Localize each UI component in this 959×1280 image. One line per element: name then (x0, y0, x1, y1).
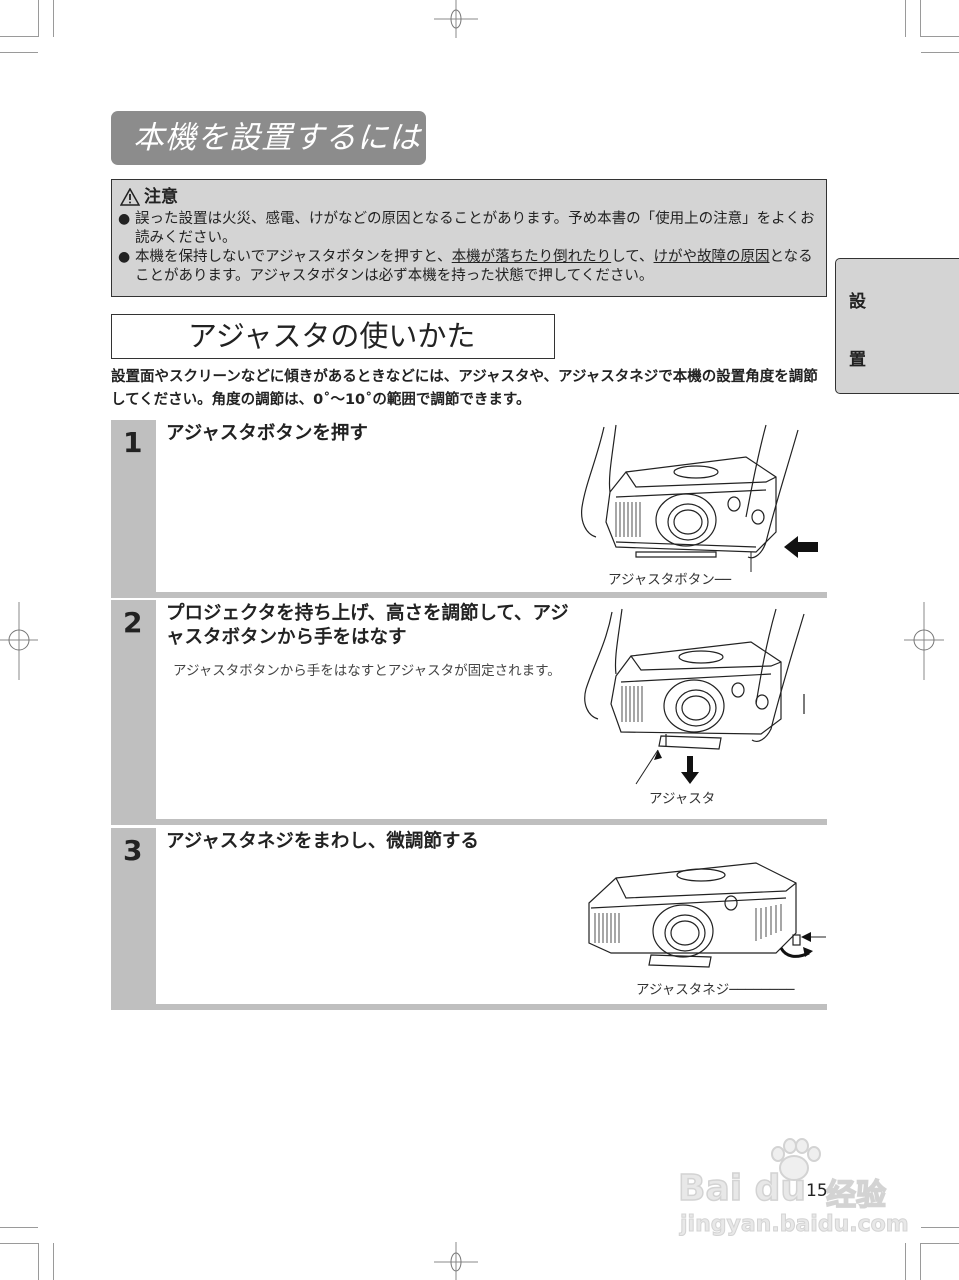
page-number: 15 (806, 1181, 828, 1201)
step-heading: アジャスタボタンを押す (166, 423, 368, 444)
watermark-brand-cn: 经验 (825, 1177, 887, 1214)
registration-mark-icon (434, 1242, 478, 1280)
callout-label: アジャスタボタン── (608, 568, 731, 588)
crop-mark (905, 1243, 906, 1280)
chapter-tab-char: 置 (849, 350, 866, 370)
step-description: アジャスタボタンから手をはなすとアジャスタが固定されます。 (173, 663, 561, 679)
warning-triangle-icon (120, 188, 140, 206)
crop-mark (921, 36, 959, 37)
registration-mark-icon (434, 0, 478, 38)
watermark-brand: Bai du (677, 1167, 807, 1210)
callout-text: アジャスタネジ (636, 982, 730, 998)
registration-mark-icon (904, 602, 944, 680)
crop-mark (0, 36, 38, 37)
bullet-icon: ● (118, 249, 131, 265)
projector-illustration-icon (581, 424, 818, 572)
step-1: 1 アジャスタボタンを押す (111, 420, 827, 598)
crop-mark (0, 1243, 38, 1244)
baidu-watermark: Bai du 经验 jingyan.baidu.com (676, 1138, 910, 1248)
caution-text: して、 (611, 249, 654, 265)
caution-text: となることがあります。アジャスタボタンは必ず本機を持った状態で押してください。 (135, 249, 813, 284)
caution-heading: 注意 (120, 184, 818, 210)
paw-logo-icon (771, 1138, 821, 1181)
chapter-tab: 設 置 (835, 258, 959, 394)
step-divider (111, 592, 827, 598)
crop-mark (53, 1243, 54, 1280)
page-title: 本機を設置するには (111, 111, 426, 165)
caution-emphasis: 本機が落ちたり倒れたり (451, 249, 612, 265)
callout-label: アジャスタ (649, 787, 715, 807)
step-number: 3 (123, 834, 143, 867)
step-heading: アジャスタネジをまわし、微調節する (166, 831, 479, 852)
crop-mark (905, 0, 906, 37)
projector-illustration-icon (584, 608, 805, 785)
section-intro: 設置面やスクリーンなどに傾きがあるときなどには、アジャスタや、アジャスタネジで本… (111, 369, 818, 408)
caution-item: ● 誤った設置は火災、感電、けがなどの原因となることがあります。予め本書の「使用… (118, 210, 818, 248)
callout-leader: ──────── (729, 982, 795, 998)
watermark-url: jingyan.baidu.com (680, 1212, 910, 1238)
step-number-bar (111, 600, 156, 825)
section-title: アジャスタの使いかた (111, 314, 555, 359)
crop-mark (921, 1243, 959, 1244)
step-number: 2 (123, 606, 143, 639)
callout-label: アジャスタネジ──────── (636, 978, 794, 998)
crop-mark (920, 0, 921, 37)
chapter-tab-char: 設 (849, 292, 866, 312)
crop-mark (0, 1227, 38, 1228)
callout-text: アジャスタボタン (608, 572, 715, 588)
crop-mark (0, 52, 38, 53)
caution-item: ● 本機を保持しないでアジャスタボタンを押すと、本機が落ちたり倒れたりして、けが… (118, 248, 818, 286)
step-number: 1 (123, 426, 143, 459)
callout-text: アジャスタ (649, 791, 716, 807)
registration-mark-icon (0, 602, 38, 680)
crop-mark (38, 1243, 39, 1280)
crop-mark (920, 1243, 921, 1280)
crop-mark (53, 0, 54, 37)
caution-text: 本機を保持しないでアジャスタボタンを押すと、 (135, 249, 452, 265)
step-divider (111, 819, 827, 825)
crop-mark (921, 1227, 959, 1228)
step-divider (111, 1004, 827, 1010)
caution-box: 注意 ● 誤った設置は火災、感電、けがなどの原因となることがあります。予め本書の… (111, 179, 827, 297)
caution-text: 誤った設置は火災、感電、けがなどの原因となることがあります。予め本書の「使用上の… (135, 211, 815, 246)
step-2: 2 プロジェクタを持ち上げ、高さを調節して、アジャスタボタンから手をはなす アジ… (111, 600, 827, 825)
crop-mark (38, 0, 39, 37)
caution-heading-text: 注意 (144, 187, 178, 207)
bullet-icon: ● (118, 211, 131, 227)
step-3: 3 アジャスタネジをまわし、微調節する (111, 828, 827, 1010)
step-heading: プロジェクタを持ち上げ、高さを調節して、アジャスタボタンから手をはなす (166, 603, 569, 648)
projector-illustration-icon (588, 862, 826, 968)
step-number-bar (111, 828, 156, 1010)
caution-emphasis: けがや故障の原因 (653, 249, 770, 265)
callout-leader: ── (714, 572, 732, 588)
step-number-bar (111, 420, 156, 598)
crop-mark (921, 52, 959, 53)
